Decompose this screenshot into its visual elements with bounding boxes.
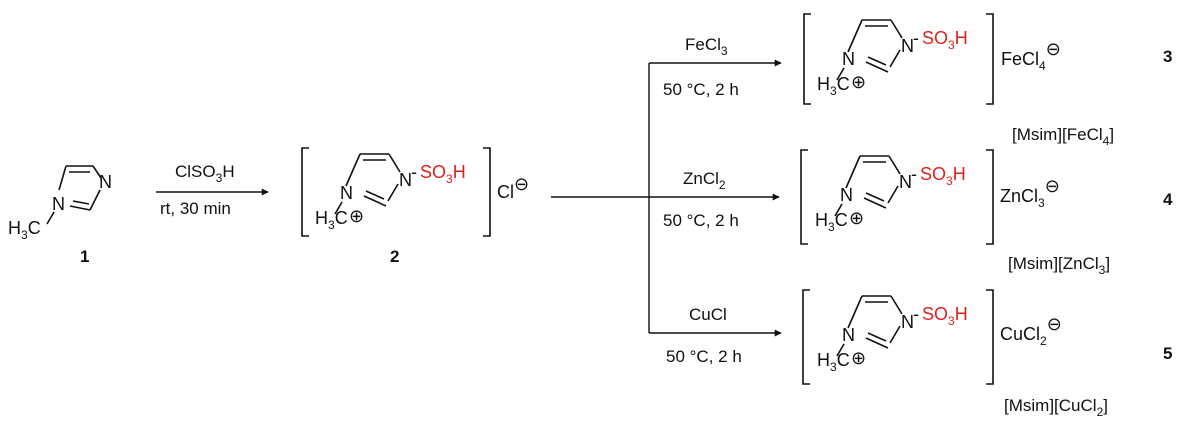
branch-arrows — [551, 59, 782, 337]
reagent-copper-chloride: CuCl — [689, 305, 727, 324]
bracket-left — [803, 13, 811, 105]
compound-name-4: [Msim][ZnCl3] — [1008, 254, 1110, 277]
compound-number-2: 2 — [390, 247, 399, 266]
condition-mid: 50 °C, 2 h — [663, 211, 739, 230]
bracket-right — [986, 149, 994, 245]
methyl-group: H3C — [8, 218, 41, 242]
bracket-left — [800, 149, 808, 245]
reagent-zinc-chloride: ZnCl2 — [683, 169, 726, 192]
negative-charge-icon: ⊖ — [1046, 39, 1061, 59]
compound-1: N N H3C — [8, 165, 112, 242]
bracket-right — [986, 289, 994, 385]
condition-step1: rt, 30 min — [160, 199, 231, 218]
condition-top: 50 °C, 2 h — [663, 80, 739, 99]
tetrachloroferrate-anion: FeCl4⊖ — [1001, 39, 1061, 73]
compound-5: CuCl2⊖ 5 [Msim][CuCl2] — [802, 289, 1172, 419]
condition-bottom: 50 °C, 2 h — [666, 347, 742, 366]
reagent-iron-chloride: FeCl3 — [685, 35, 728, 58]
trichlorozincate-anion: ZnCl3⊖ — [1000, 176, 1060, 210]
compound-number-1: 1 — [80, 247, 89, 266]
bracket-left — [802, 289, 810, 385]
compound-number-4: 4 — [1163, 190, 1173, 209]
bracket-left — [301, 147, 309, 237]
chloride-anion: Cl⊖ — [497, 174, 529, 202]
bracket-right — [483, 147, 491, 237]
ring-nitrogen-n3: N — [99, 172, 112, 192]
bracket-right — [986, 13, 994, 105]
compound-name-5: [Msim][CuCl2] — [1004, 396, 1108, 419]
compound-2: Cl⊖ — [301, 147, 529, 237]
negative-charge-icon: ⊖ — [1047, 314, 1062, 334]
compound-number-3: 3 — [1163, 47, 1172, 66]
compound-3: FeCl4⊖ 3 [Msim][FeCl4] — [803, 13, 1172, 148]
negative-charge-icon: ⊖ — [1045, 176, 1060, 196]
compound-number-5: 5 — [1163, 344, 1172, 363]
dichlorocuprate-anion: CuCl2⊖ — [1000, 314, 1062, 348]
reagent-chlorosulfonic-acid: ClSO3H — [175, 162, 235, 185]
negative-charge-icon: ⊖ — [514, 174, 529, 194]
compound-name-3: [Msim][FeCl4] — [1012, 125, 1114, 148]
compound-4: ZnCl3⊖ 4 [Msim][ZnCl3] — [800, 149, 1173, 277]
ring-nitrogen-n1: N — [52, 194, 65, 214]
